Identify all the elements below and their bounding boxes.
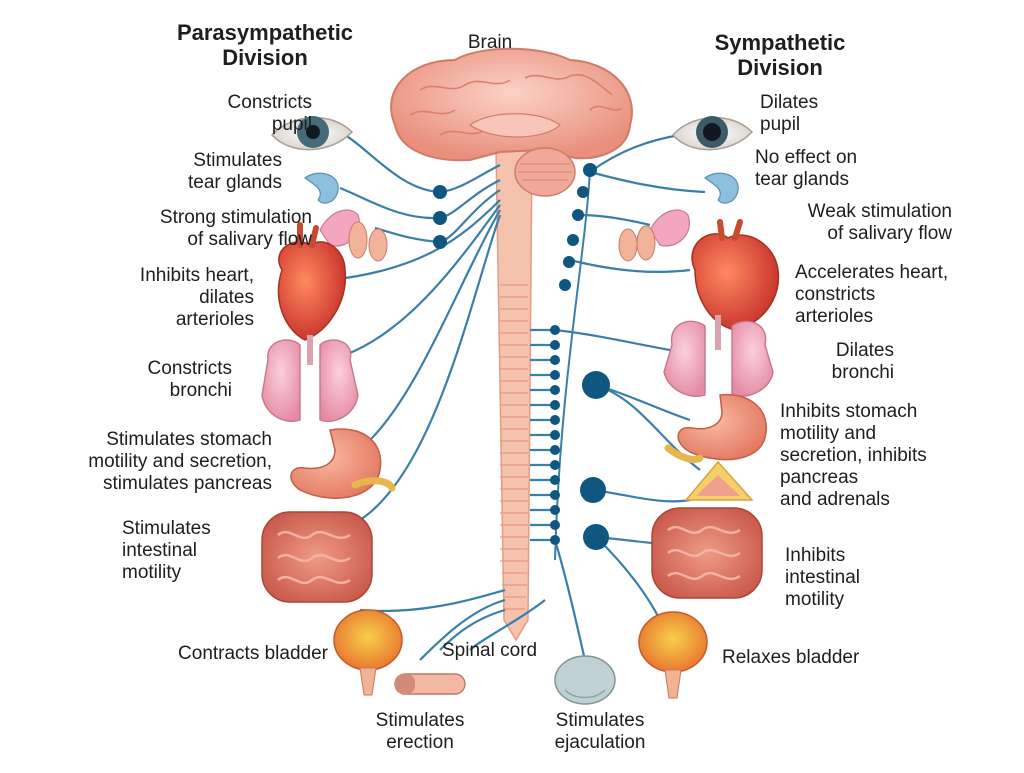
left-eye-illustration [270, 116, 354, 151]
para-genital-label: Stimulates erection [375, 710, 465, 753]
para-heart-label: Inhibits heart, dilates arterioles [139, 265, 254, 330]
para-stomach-label: Stimulates stomach motility and secretio… [88, 429, 272, 494]
para-intestine-label: Stimulates intestinal motility [122, 518, 211, 583]
symp-genital-label: Stimulates ejaculation [554, 710, 646, 753]
left-bladder-illustration [333, 609, 403, 696]
adrenal-illustration [684, 460, 754, 501]
left-stomach-illustration [290, 428, 396, 499]
symp-salivary-label: Weak stimulation of salivary flow [807, 201, 952, 244]
penis-illustration [394, 673, 466, 695]
left-salivary-illustration [319, 209, 388, 262]
parasympathetic-heading: Parasympathetic Division [176, 20, 354, 70]
right-lungs-illustration [663, 315, 774, 397]
para-eye-label: Constricts pupil [227, 92, 312, 135]
ganglia [433, 163, 610, 550]
right-heart-illustration [691, 219, 780, 331]
right-eye-illustration [672, 116, 754, 151]
symp-lungs-label: Dilates bronchi [831, 340, 894, 383]
para-salivary-label: Strong stimulation of salivary flow [159, 207, 312, 250]
left-lungs-illustration [261, 335, 359, 422]
spinal-cord [495, 149, 533, 642]
left-intestine-illustration [261, 511, 373, 603]
symp-bladder-label: Relaxes bladder [722, 647, 860, 668]
para-lungs-label: Constricts bronchi [147, 358, 232, 401]
brain-label: Brain [467, 32, 513, 53]
right-tear-gland-illustration [703, 172, 739, 204]
right-stomach-illustration [664, 393, 768, 464]
right-intestine-illustration [651, 507, 763, 599]
symp-heart-label: Accelerates heart, constricts arterioles [795, 262, 949, 327]
right-bladder-illustration [638, 611, 708, 699]
symp-intestine-label: Inhibits intestinal motility [785, 545, 860, 610]
symp-eye-label: Dilates pupil [760, 92, 819, 135]
sympathetic-heading: Sympathetic Division [714, 30, 846, 80]
testis-illustration [554, 655, 616, 705]
para-bladder-label: Contracts bladder [178, 643, 328, 664]
para-tear-label: Stimulates tear glands [187, 150, 282, 193]
symp-stomach-label: Inhibits stomach motility and secretion,… [780, 401, 927, 510]
left-heart-illustration [277, 222, 347, 341]
right-salivary-illustration [618, 209, 691, 262]
left-tear-gland-illustration [303, 172, 339, 204]
symp-tear-label: No effect on tear glands [755, 147, 858, 190]
brain-illustration [390, 47, 633, 197]
spinal-cord-label: Spinal cord [442, 640, 538, 661]
